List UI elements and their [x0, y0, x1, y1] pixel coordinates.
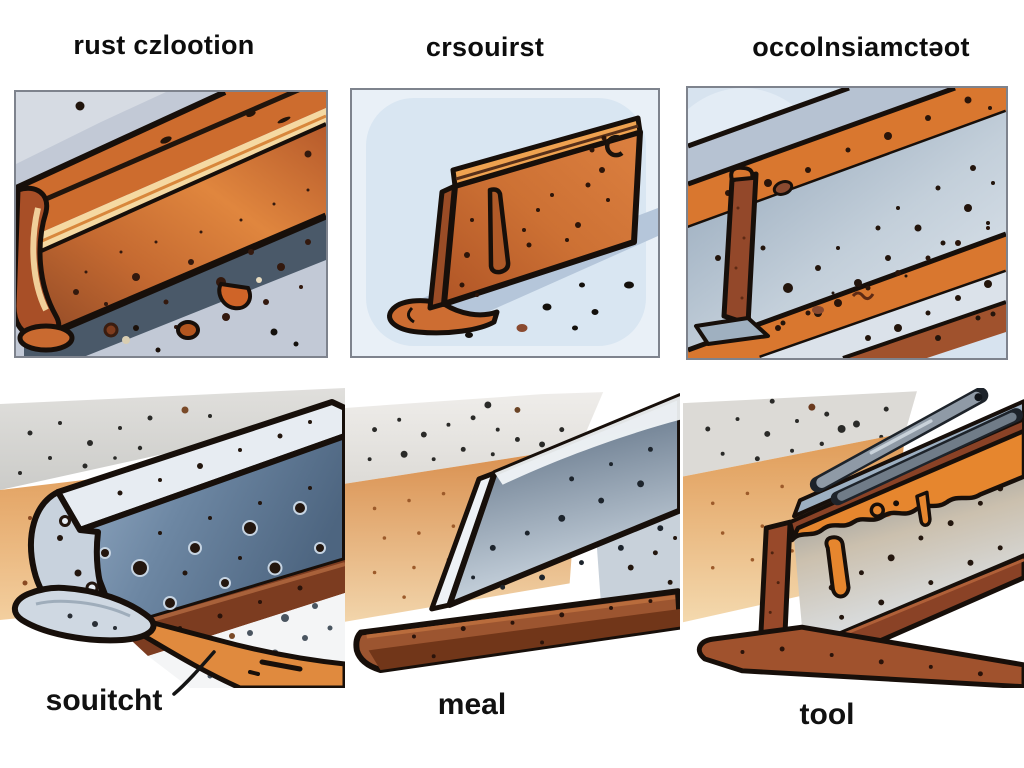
lower-web-pits: [865, 280, 996, 341]
scraper-handle: [141, 619, 345, 688]
panel-bare-metal-blade: [345, 388, 680, 688]
label-souitcht: souitcht: [45, 684, 163, 717]
label-meal: meal: [437, 688, 507, 721]
base-plank: [696, 624, 1024, 688]
mid-flange-pits: [775, 226, 990, 331]
top-flange-pits: [725, 96, 992, 196]
panel-rusty-channel-beam: [14, 90, 328, 358]
rusty-beam: [16, 92, 326, 344]
rod-tool-rust-drip-illustration: [683, 388, 1024, 688]
rusty-channel-beam-illustration: [16, 92, 326, 356]
gray-wall-band: [683, 391, 917, 477]
panel-rusted-slab: [350, 88, 660, 358]
caption-crust: crsouirst: [425, 32, 545, 62]
rusted-slab: [387, 115, 643, 336]
ground-specks: [465, 281, 634, 338]
scraper-tool: [11, 584, 345, 688]
rust-plank: [353, 588, 680, 673]
panel-scraper-on-beam: [0, 388, 345, 688]
beam-pits: [99, 486, 326, 610]
rust-drip: [789, 428, 1024, 599]
metal-blade: [429, 393, 680, 612]
channel-end-cap: [16, 185, 75, 353]
corroded-beam-interior-illustration: [688, 88, 1006, 358]
panel-rod-tool-rust-drip: [683, 388, 1024, 688]
slab-speckles: [459, 135, 610, 297]
label-tool: tool: [799, 698, 855, 731]
rust-debris: [176, 277, 299, 347]
scraper-on-beam-illustration: [0, 388, 345, 688]
slab-slot: [487, 187, 511, 275]
label-leader-line: [172, 650, 216, 696]
panel-corroded-beam-interior: [686, 86, 1008, 360]
bare-metal-blade-illustration: [345, 390, 680, 686]
gray-wall-band: [0, 388, 345, 490]
caption-rust-colonization: rust czlootion: [73, 30, 255, 60]
rusted-slab-illustration: [352, 90, 658, 356]
left-post: [694, 165, 770, 346]
rod-tools: [809, 388, 1024, 506]
caption-contact: occolnsiamctəot: [752, 32, 970, 62]
gray-wall-band: [345, 392, 604, 484]
